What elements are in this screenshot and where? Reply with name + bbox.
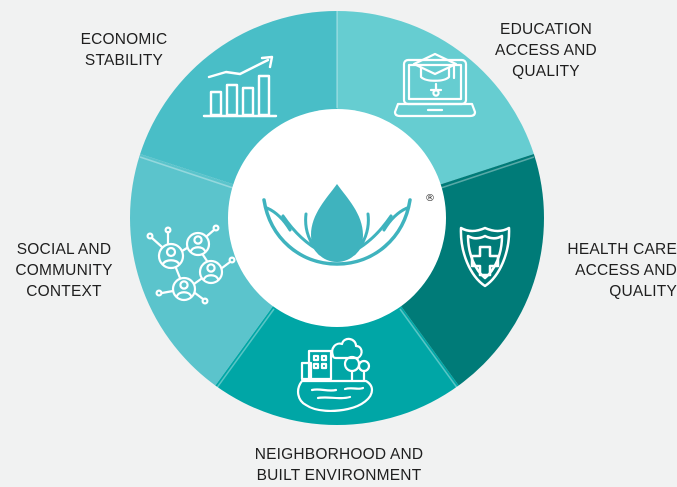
label-line: EDUCATION <box>500 21 592 38</box>
segment-dividers <box>139 11 535 390</box>
label-line: ACCESS AND <box>495 42 597 59</box>
label-line: COMMUNITY <box>15 262 113 279</box>
label-line: ACCESS AND <box>575 262 677 279</box>
label-line: ECONOMIC <box>80 31 168 48</box>
label-line: QUALITY <box>609 283 677 300</box>
label-line: SOCIAL AND <box>16 241 112 258</box>
city-landscape-icon <box>296 337 374 412</box>
lotus-drop-logo-icon <box>262 184 412 266</box>
label-neighborhood-environment: NEIGHBORHOOD AND BUILT ENVIRONMENT <box>218 444 460 486</box>
label-line: NEIGHBORHOOD AND <box>254 446 424 463</box>
medical-shield-icon <box>459 226 511 288</box>
label-education-access: EDUCATION ACCESS AND QUALITY <box>478 19 614 82</box>
label-line: STABILITY <box>84 52 164 69</box>
laptop-graduation-cap-icon <box>393 52 477 118</box>
people-network-icon <box>146 224 236 305</box>
label-line: CONTEXT <box>26 283 102 300</box>
registered-mark: ® <box>425 193 435 204</box>
label-line: QUALITY <box>512 63 580 80</box>
label-social-community: SOCIAL AND COMMUNITY CONTEXT <box>4 239 124 302</box>
label-health-care-access: HEALTH CARE ACCESS AND QUALITY <box>538 239 677 302</box>
label-line: BUILT ENVIRONMENT <box>256 467 422 484</box>
label-economic-stability: ECONOMIC STABILITY <box>58 29 190 71</box>
bar-chart-trend-icon <box>202 55 278 118</box>
label-line: HEALTH CARE <box>567 241 677 258</box>
